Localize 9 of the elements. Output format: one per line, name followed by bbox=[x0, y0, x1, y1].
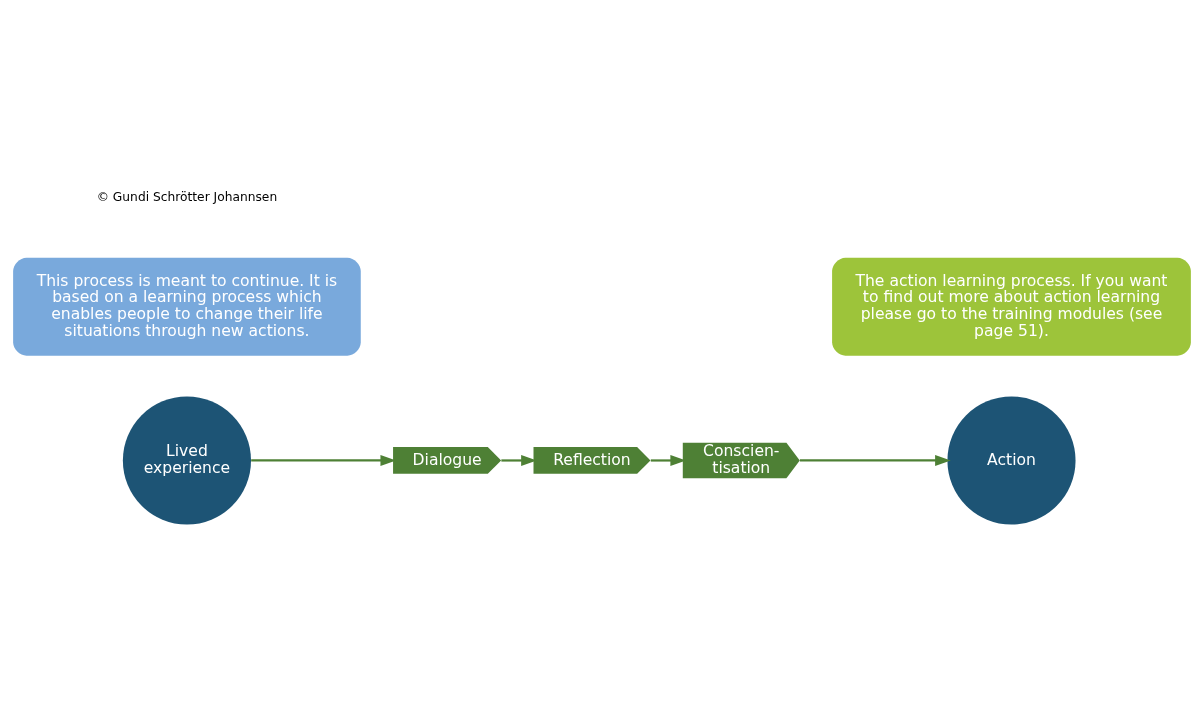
label: © Gundi Schrötter Johannsen bbox=[96, 189, 278, 204]
node-box: The action learning process. If you want to find out more about action learning please go to the training modules (see page 51). bbox=[832, 257, 1191, 356]
arrow bbox=[501, 455, 537, 466]
node-circle: Action bbox=[947, 396, 1076, 525]
node-box: This process is meant to continue. It is based on a learning process which enables people to change their life situations through new actions. bbox=[13, 257, 361, 356]
arrow bbox=[251, 455, 397, 466]
arrow bbox=[799, 455, 951, 466]
arrow bbox=[650, 455, 686, 466]
node-circle: Lived experience bbox=[122, 396, 251, 525]
